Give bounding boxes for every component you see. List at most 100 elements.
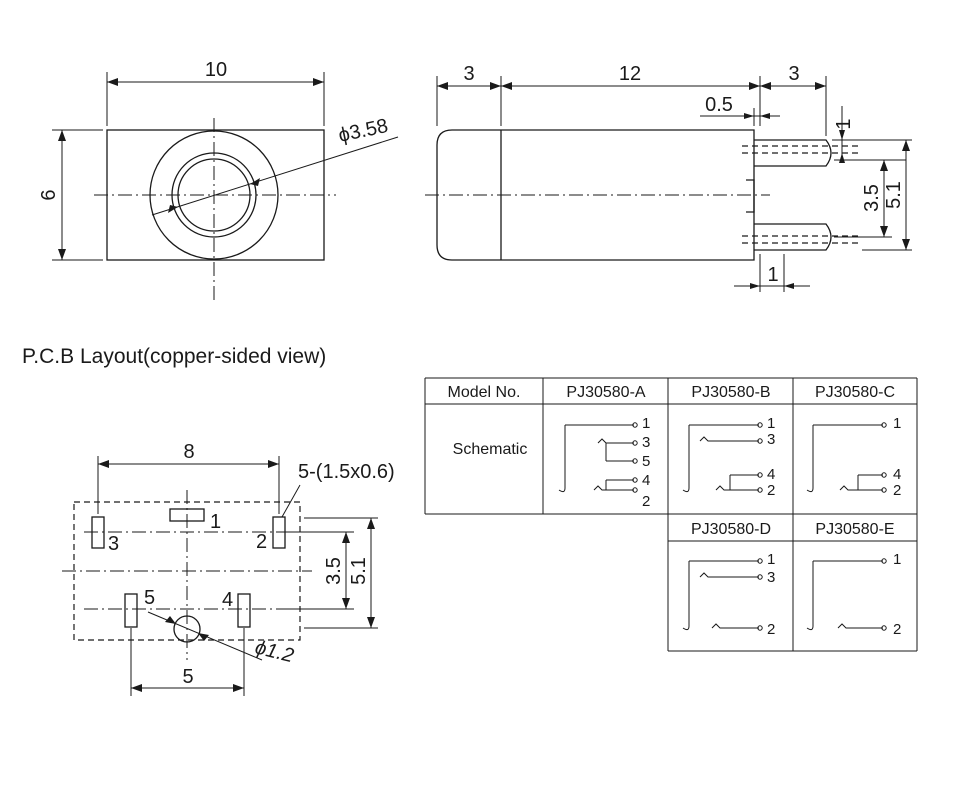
schematic-b-sleeve [682, 425, 690, 493]
pcb-pin-label-2: 2 [256, 531, 267, 553]
front-view: 10 6 ϕ3.58 [38, 59, 399, 300]
side-view: 3 12 3 0.5 1 3.5 5.1 1 [425, 63, 912, 292]
pcb-pad-5 [124, 593, 138, 628]
pcb-pitch-label: 3.5 [323, 557, 345, 585]
side-pin-thk-label: 1 [833, 118, 855, 129]
side-dim-body-label: 12 [619, 63, 641, 85]
schematic-a-node-4 [632, 477, 638, 483]
schematic-c-node-4 [881, 472, 887, 478]
schematic-e-line-2 [837, 623, 883, 629]
schematic-c-sleeve [806, 425, 814, 493]
pcb-pad-4 [237, 593, 251, 628]
schematic-a-node-3 [632, 440, 638, 446]
schematic-c-pin-4: 4 [893, 466, 901, 483]
schematic-b-node-1 [757, 422, 763, 428]
pcb-pin-label-1: 1 [210, 511, 221, 533]
front-width-label: 10 [205, 59, 227, 81]
schematic-a-sleeve [558, 425, 566, 493]
schematic-a-line-3 [597, 438, 634, 444]
schematic-c-node-1 [881, 422, 887, 428]
side-offset-arrows [744, 113, 770, 119]
schematic-d-line-3 [699, 572, 759, 578]
schematic-e-pin-1: 1 [893, 551, 901, 568]
pcb-layout: 1 2 3 4 5 8 5-(1.5x0.6) 3.5 5.1 ϕ1.2 5 [62, 441, 395, 696]
schematic-a-pin-1: 1 [642, 415, 650, 432]
side-pin-w-arrows [750, 283, 794, 289]
side-view-body [436, 129, 755, 261]
side-body-notch [746, 179, 755, 213]
table-model-c: PJ30580-C [815, 384, 895, 401]
table-model-a: PJ30580-A [566, 384, 645, 401]
pcb-pad-1 [169, 508, 205, 522]
side-dim-right-label: 3 [788, 63, 799, 85]
table-model-b: PJ30580-B [691, 384, 770, 401]
schematic-a-node-1 [632, 422, 638, 428]
table-model-d: PJ30580-D [691, 521, 771, 538]
pcb-hole-arrows [165, 616, 209, 641]
pcb-span-label: 5.1 [348, 557, 370, 585]
schematic-c-node-2 [881, 487, 887, 493]
schematic-d-pin-3: 3 [767, 569, 775, 586]
schematic-b-line-3 [699, 436, 759, 442]
schematic-e-node-1 [881, 558, 887, 564]
pcb-pitch-span-arrows [342, 518, 375, 628]
schematic-a: 1 3 5 4 2 [558, 415, 650, 510]
table-model-e: PJ30580-E [815, 521, 894, 538]
pcb-bottom-label: 5 [182, 666, 193, 688]
pcb-pin-label-5: 5 [144, 587, 155, 609]
schematic-e-node-2 [881, 625, 887, 631]
schematic-d-node-3 [757, 574, 763, 580]
schematic-b: 1 3 4 2 [682, 415, 775, 499]
front-height-label: 6 [38, 189, 60, 200]
side-span-label: 5.1 [883, 181, 905, 209]
schematic-d-node-1 [757, 558, 763, 564]
schematic-c-pin-2: 2 [893, 482, 901, 499]
schematic-d-line-2 [711, 623, 759, 629]
table-header-model-no: Model No. [448, 384, 521, 401]
pcb-width-label: 8 [183, 441, 194, 463]
pcb-pin-label-4: 4 [222, 589, 233, 611]
schematic-a-pin-3: 3 [642, 434, 650, 451]
schematic-a-node-2 [632, 487, 638, 493]
schematic-a-node-5 [632, 458, 638, 464]
schematic-d-pin-1: 1 [767, 551, 775, 568]
schematic-e: 1 2 [806, 551, 901, 638]
side-offset-label: 0.5 [705, 94, 733, 116]
front-diameter-leader [151, 136, 399, 216]
side-pitch-span-arrows [880, 140, 910, 250]
schematic-b-node-3 [757, 438, 763, 444]
side-dim-left-label: 3 [463, 63, 474, 85]
pcb-layout-title: P.C.B Layout(copper-sided view) [22, 345, 326, 368]
schematic-c-line-2 [839, 485, 883, 491]
side-pitch-label: 3.5 [861, 184, 883, 212]
side-pin-thk-arrows [839, 130, 845, 163]
pcb-hole-label: ϕ1.2 [253, 637, 296, 668]
schematic-a-pin-2: 2 [642, 493, 650, 510]
table-row-schematic: Schematic [453, 441, 528, 458]
schematic-c-pin-1: 1 [893, 415, 901, 432]
side-pin-w-label: 1 [767, 264, 778, 286]
schematic-c: 1 4 2 [806, 415, 901, 499]
schematic-b-pin-2: 2 [767, 482, 775, 499]
schematic-b-node-4 [757, 472, 763, 478]
schematic-b-node-2 [757, 487, 763, 493]
schematic-d-pin-2: 2 [767, 621, 775, 638]
schematic-b-pin-1: 1 [767, 415, 775, 432]
pcb-pad-note-leader [281, 484, 301, 518]
pcb-pin-label-3: 3 [108, 533, 119, 555]
schematic-e-pin-2: 2 [893, 621, 901, 638]
schematic-e-sleeve [806, 561, 814, 631]
pcb-pad-3 [91, 516, 105, 549]
schematic-d: 1 3 2 [682, 551, 775, 638]
schematic-a-pin-4: 4 [642, 472, 650, 489]
schematic-d-node-2 [757, 625, 763, 631]
model-table: Model No. PJ30580-A PJ30580-B PJ30580-C … [424, 377, 918, 652]
schematic-b-pin-3: 3 [767, 431, 775, 448]
side-terminal-bottom [754, 223, 832, 251]
pcb-mount-hole [173, 615, 201, 643]
pcb-pad-2 [272, 516, 286, 549]
schematic-d-sleeve [682, 561, 690, 631]
pcb-pad-note: 5-(1.5x0.6) [298, 461, 395, 483]
